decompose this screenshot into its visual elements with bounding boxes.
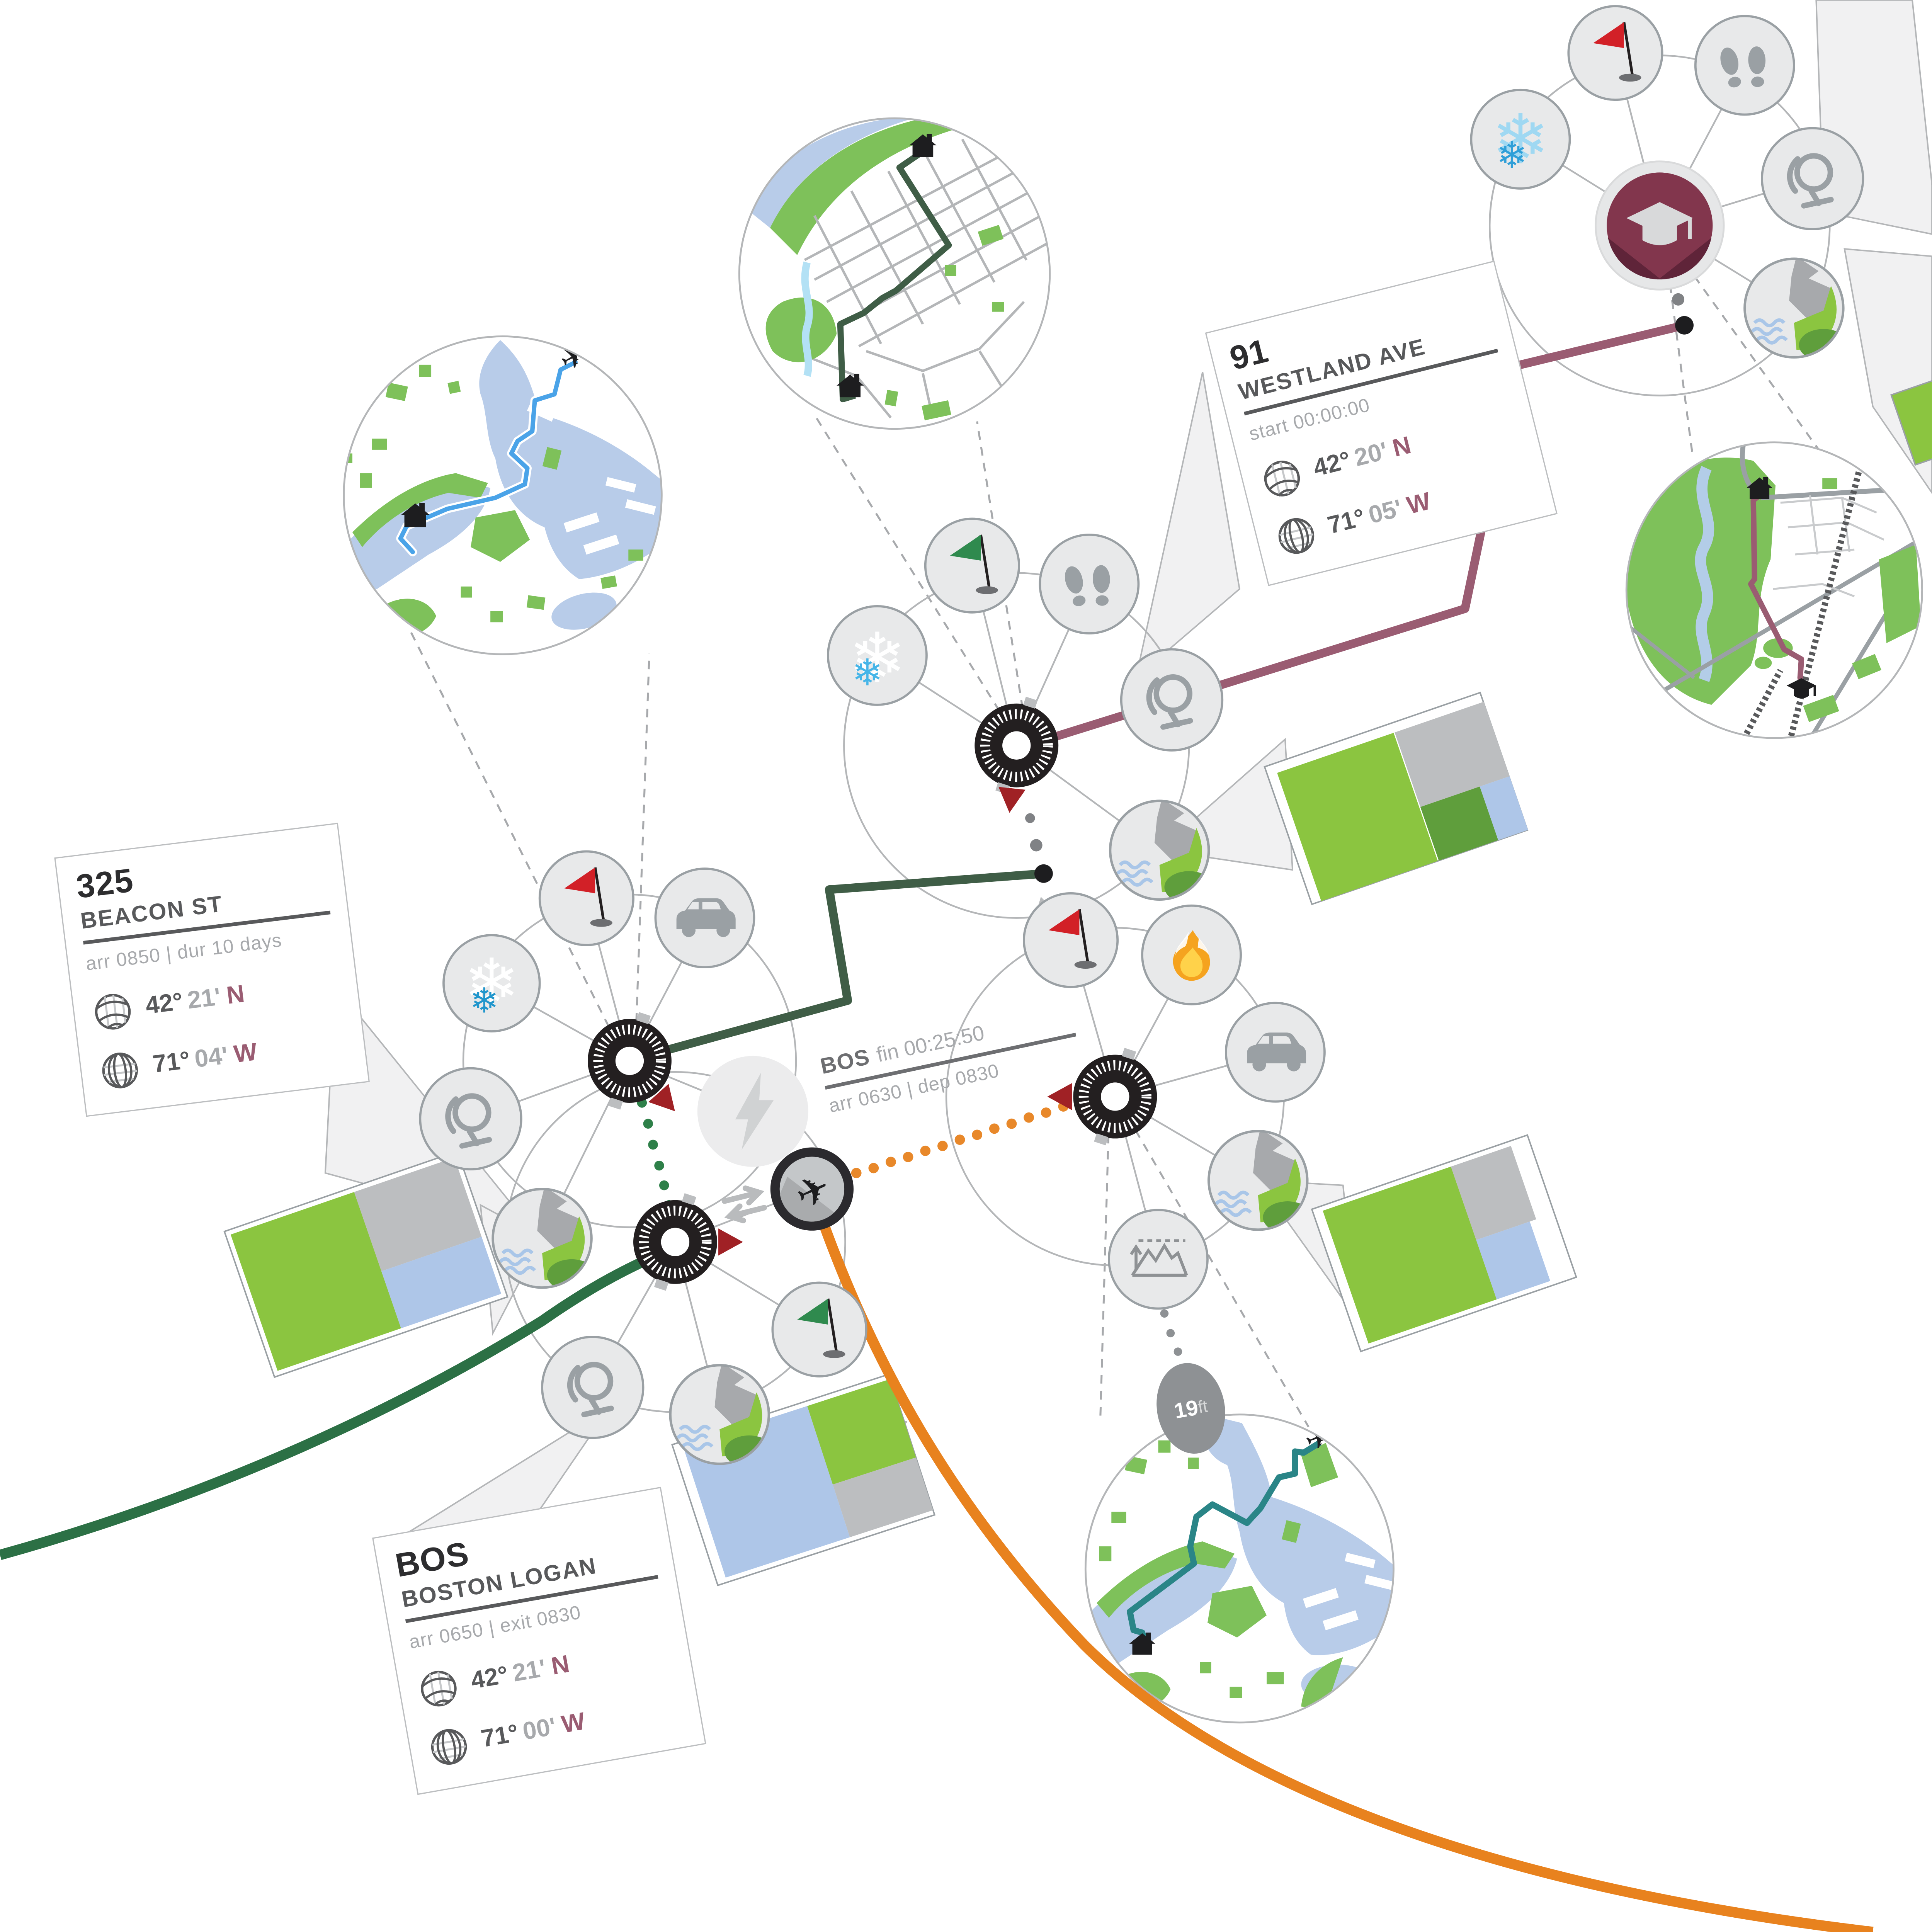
cluster-westland: ❄ ❄: [827, 517, 1224, 903]
node-flag-green: [924, 517, 1020, 614]
latitude-row: 42°21'N: [90, 963, 342, 1035]
cluster-logan: [1023, 892, 1326, 1310]
node-footprints: [1039, 534, 1140, 634]
cluster-beacon: ❄ ❄: [419, 850, 808, 1291]
legend-landuse-destination: [1890, 376, 1932, 466]
lon-degrees: 71°: [479, 1720, 521, 1754]
globe-latitude-icon: [421, 1670, 457, 1707]
longitude-row: 71°05'W: [1271, 457, 1534, 561]
lon-degrees: 71°: [1325, 505, 1368, 541]
lon-minutes: 05': [1366, 496, 1405, 531]
node-car: [1225, 1002, 1326, 1103]
location-card-westland: 91 WESTLAND AVE start 00:00:00 42°20'N 7…: [1205, 260, 1558, 586]
location-card-logan: BOS BOSTON LOGAN arr 0650 | exit 0830 42…: [372, 1486, 706, 1795]
node-flag-green: [771, 1281, 867, 1378]
node-flag-red: [538, 850, 634, 946]
node-globe: [419, 1067, 522, 1171]
lon-degrees: 71°: [151, 1048, 192, 1080]
lat-degrees: 42°: [1311, 447, 1354, 483]
snowflake-icon: ❄: [1497, 134, 1527, 176]
node-car: [654, 867, 755, 969]
lon-hemisphere: W: [560, 1709, 588, 1740]
snowflake-icon: ❄: [849, 619, 906, 697]
globe-latitude-icon: [95, 994, 131, 1030]
latitude-row: 42°20'N: [1257, 400, 1520, 504]
card-westland-wedge: [1134, 372, 1240, 680]
globe-meridian-icon: [431, 1729, 467, 1765]
node-lightning: [697, 1056, 808, 1167]
map-callout-street-route: [738, 117, 1051, 430]
node-flame: [1141, 904, 1242, 1005]
lat-hemisphere: N: [549, 1651, 572, 1682]
cluster-home: ✈: [541, 1147, 867, 1468]
route-departure-orange-curve: [811, 1199, 1874, 1932]
snowflake-icon: ❄: [470, 981, 499, 1020]
route-arrival-green-curve: [0, 1240, 679, 1560]
node-snowflake: ❄ ❄: [827, 605, 928, 706]
longitude-row: 71°00'W: [425, 1685, 684, 1771]
node-mountains: [1108, 1209, 1209, 1310]
node-snowflake: ❄ ❄: [442, 934, 541, 1032]
snowflake-icon: ❄: [1492, 100, 1549, 178]
lon-hemisphere: W: [1404, 488, 1434, 521]
legend-landuse-beacon: [223, 1150, 509, 1378]
lon-hemisphere: W: [232, 1039, 259, 1070]
node-flag-red: [1023, 892, 1119, 988]
map-callout-park-route: [1625, 441, 1923, 739]
globe-latitude-icon: [1264, 461, 1300, 497]
legend-landuse-logan: [1311, 1134, 1577, 1352]
elevation-value: 19: [1172, 1394, 1200, 1423]
location-card-beacon: 325 BEACON ST arr 0850 | dur 10 days 42°…: [54, 823, 370, 1117]
lat-minutes: 21': [186, 984, 223, 1015]
node-footprints: [1694, 15, 1795, 116]
lat-minutes: 20': [1352, 438, 1391, 473]
latitude-row: 42°21'N: [415, 1627, 674, 1713]
lat-degrees: 42°: [144, 989, 185, 1021]
node-airplane: ✈: [770, 1147, 854, 1231]
node-graduation-cap: [1595, 160, 1725, 291]
snowflake-icon: ❄: [852, 652, 883, 694]
lat-hemisphere: N: [1390, 432, 1414, 464]
node-globe: [1120, 648, 1224, 752]
lat-degrees: 42°: [469, 1662, 511, 1696]
node-flag-red: [1567, 5, 1663, 101]
cluster-destination: ❄ ❄: [1470, 5, 1864, 361]
globe-meridian-icon: [1278, 518, 1315, 554]
node-globe: [541, 1335, 645, 1439]
lon-minutes: 00': [521, 1714, 559, 1747]
graduation-cap-icon: [1626, 202, 1693, 245]
snowflake-icon: ❄: [464, 946, 519, 1020]
legend-landuse-home: [671, 1373, 936, 1587]
lat-minutes: 21': [510, 1656, 548, 1689]
route-dark-green-beacon: [639, 869, 1044, 1061]
legend-landuse-westland: [1264, 691, 1529, 905]
node-globe: [1761, 127, 1864, 230]
longitude-row: 71°04'W: [97, 1022, 349, 1094]
node-snowflake: ❄ ❄: [1470, 88, 1571, 190]
lat-hemisphere: N: [225, 981, 247, 1011]
map-callout-harbor-walk: ✈: [343, 335, 663, 655]
lon-minutes: 04': [193, 1043, 230, 1074]
map-callout-harbor-transit: ✈: [1084, 1413, 1395, 1724]
globe-meridian-icon: [102, 1053, 138, 1088]
